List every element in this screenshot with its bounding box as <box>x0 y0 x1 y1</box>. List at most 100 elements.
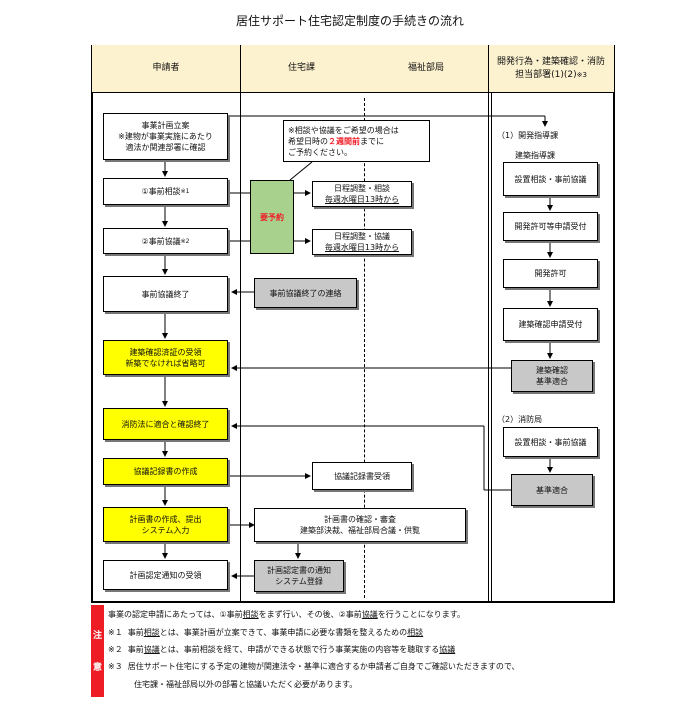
dev-s4-box: 建築確認申請受付 <box>503 308 598 341</box>
consult2-mark: ※2 <box>180 237 190 245</box>
n2-c: とは、事前相談を経て、申請ができる状態で行う事業実施の内容等を聴取する <box>159 645 440 654</box>
callout-line3: ご予約ください。 <box>288 147 352 157</box>
note-line-0: 事業の認定申請にあたっては、①事前相談をまず行い、その後、②事前協議を行うことに… <box>108 609 465 621</box>
header-dev-line1: 開発行為・建築確認・消防 <box>496 56 605 67</box>
dev-sec2-label: （2）消防局 <box>497 415 543 424</box>
n1-d: 相談 <box>407 628 424 637</box>
n2-d: 協議 <box>439 645 456 654</box>
plan-line3: 適法か関連部署に確認 <box>125 143 206 152</box>
reservation-callout: ※相談や協議をご希望の場合は 希望日時の２週間前までに ご予約ください。 <box>283 120 430 162</box>
end-notice-label: 事前協議終了の連絡 <box>269 288 342 298</box>
dev-s2-label: 開発許可等申請受付 <box>514 222 587 231</box>
bldg-line1: 建築確認済証の受領 <box>129 347 202 357</box>
n0-c: をまず行い、その後、②事前 <box>258 610 362 619</box>
note-line-2: ※２ 事前協議とは、事前相談を経て、申請ができる状態で行う事業実施の内容等を聴取… <box>108 644 455 656</box>
plan-doc-box: 計画書の作成、提出 システム入力 <box>103 507 228 542</box>
dev-s1-box: 設置相談・事前協議 <box>503 162 598 196</box>
notice-recv-box: 計画認定通知の受領 <box>103 560 228 590</box>
review-line2: 建築部決裁、福祉部局合議・供覧 <box>300 526 420 535</box>
plan-line1: 事業計画立案 <box>141 121 190 130</box>
consult-end-label: 事前協議終了 <box>141 289 190 299</box>
bldg-confirm-box: 建築確認済証の受領 新築でなければ省略可 <box>103 340 228 375</box>
note-line-1: ※１ 事前相談とは、事業計画が立案できて、事業申請に必要な書類を整えるための相談 <box>108 627 423 639</box>
sched2-box: 日程調整・協議 毎週水曜日13時から <box>312 229 412 255</box>
dev-s3-box: 開発許可 <box>503 259 598 288</box>
header-dev-line2-text: 担当部署(1)(2) <box>515 69 577 80</box>
divider-dev-double <box>491 93 492 602</box>
bldg-line2: 新築でなければ省略可 <box>125 358 206 368</box>
plan-doc-line2: システム入力 <box>141 525 190 535</box>
n1-a: 事前 <box>127 628 144 637</box>
callout-line2: 希望日時の２週間前までに <box>288 136 384 147</box>
dev-s1-label: 設置相談・事前協議 <box>514 174 587 184</box>
header-dev: 開発行為・建築確認・消防 担当部署(1)(2)※3 <box>488 45 614 93</box>
consult1-label: ①事前相談 <box>141 187 181 196</box>
dev-s5-line2: 基準適合 <box>536 377 568 386</box>
record-recv-label: 協議記録書受領 <box>334 471 390 481</box>
note-bar <box>91 605 104 697</box>
note-line-4: 住宅課・福祉部局以外の部署と協議いただく必要があります。 <box>134 679 357 691</box>
sched2-line2: 毎週水曜日13時から <box>324 243 400 252</box>
consult1-mark: ※1 <box>180 188 190 195</box>
dev-s5-line1: 建築確認 <box>536 366 568 375</box>
plan-line2: ※建物が事業実施にあたり <box>118 132 213 141</box>
notice-recv-label: 計画認定通知の受領 <box>129 570 202 580</box>
n2-a: 事前 <box>127 645 144 654</box>
header-applicant-label: 申請者 <box>152 63 180 73</box>
dev-s6-label: 設置相談・事前協議 <box>514 437 587 447</box>
notify-line1: 計画認定書の通知 <box>267 566 331 575</box>
consult-end-box: 事前協議終了 <box>103 276 228 312</box>
sched1-box: 日程調整・相談 毎週水曜日13時から <box>312 181 412 207</box>
consult2-label: ②事前協議 <box>141 236 181 246</box>
reserve-box: 要予約 <box>250 180 294 254</box>
plan-doc-line1: 計画書の作成、提出 <box>129 514 202 524</box>
dev-s6-box: 設置相談・事前協議 <box>503 427 598 457</box>
end-notice-box: 事前協議終了の連絡 <box>254 278 357 308</box>
review-box: 計画書の確認・審査 建築部決裁、福祉部局合議・供覧 <box>254 508 466 542</box>
record-box: 協議記録書の作成 <box>103 458 228 485</box>
note-line-3: ※３ 居住サポート住宅にする予定の建物が関連法令・基準に適合するか申請者ご自身で… <box>108 661 520 673</box>
fire-label: 消防法に適合と確認終了 <box>121 419 210 429</box>
sched1-line2: 毎週水曜日13時から <box>324 195 400 204</box>
callout-line2-red: ２週間前 <box>328 136 360 146</box>
header-applicant: 申請者 <box>92 45 240 93</box>
n0-e: を行うことになります。 <box>377 610 465 619</box>
header-dev-line2: 担当部署(1)(2)※3 <box>515 69 587 82</box>
n0-d: 協議 <box>361 610 378 619</box>
header-dev-mark: ※3 <box>576 70 587 79</box>
dev-s4-label: 建築確認申請受付 <box>518 320 583 329</box>
header-housing-label: 住宅課 <box>288 63 316 73</box>
record-label: 協議記録書の作成 <box>133 467 198 476</box>
page-title: 居住サポート住宅認定制度の手続きの流れ <box>235 14 464 28</box>
review-line1: 計画書の確認・審査 <box>324 515 396 524</box>
n0-b: 相談 <box>242 610 259 619</box>
note-bar-top: 注 <box>93 631 103 641</box>
n3-b: 住宅課・福祉部局以外の部署と協議いただく必要があります。 <box>134 680 358 689</box>
header-welfare-label: 福祉部局 <box>408 63 445 73</box>
callout-line1: ※相談や協議をご希望の場合は <box>288 125 399 135</box>
callout-line2-post: までに <box>360 136 384 146</box>
divider-housing-welfare <box>364 98 365 598</box>
sched1-line1: 日程調整・相談 <box>334 184 390 193</box>
plan-box: 事業計画立案 ※建物が事業実施にあたり 適法か関連部署に確認 <box>103 113 228 160</box>
record-recv-box: 協議記録書受領 <box>312 462 412 490</box>
notify-line2: システム登録 <box>275 577 323 586</box>
n1-b: 相談 <box>143 628 160 637</box>
n2-mark: ※２ <box>108 645 123 654</box>
n2-b: 協議 <box>143 645 160 654</box>
consult2-box: ②事前協議※2 <box>103 228 228 254</box>
reserve-label: 要予約 <box>260 212 284 222</box>
sched2-line1: 日程調整・協議 <box>334 232 390 241</box>
dev-s7-label: 基準適合 <box>536 485 568 495</box>
dev-sec1-sub: 建築指導課 <box>515 151 555 160</box>
n1-c: とは、事業計画が立案できて、事業申請に必要な書類を整えるための <box>159 628 408 637</box>
dev-s3-label: 開発許可 <box>534 269 567 278</box>
dev-sec1-label: （1）開発指導課 <box>497 131 559 140</box>
n0-a: 事業の認定申請にあたっては、①事前 <box>108 610 243 619</box>
notify-box: 計画認定書の通知 システム登録 <box>254 560 344 592</box>
note-bar-bottom: 意 <box>93 663 103 673</box>
consult1-box: ①事前相談※1 <box>103 178 228 205</box>
fire-box: 消防法に適合と確認終了 <box>103 408 228 440</box>
dev-s2-box: 開発許可等申請受付 <box>503 212 598 241</box>
